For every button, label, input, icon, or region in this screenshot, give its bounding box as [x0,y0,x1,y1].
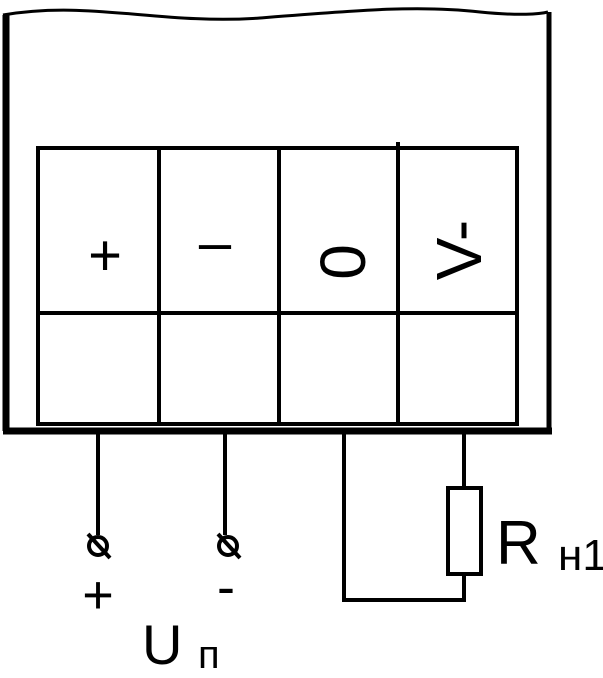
load-resistor [446,486,483,576]
supply-minus-label: - [217,557,235,617]
terminal-zero-label: 0 [307,244,379,280]
load-resistor-main: R [496,509,541,578]
supply-voltage-subscript: п [198,633,220,673]
load-resistor-subscript: н1 [558,531,603,580]
supply-terminal-plus [86,532,112,560]
terminal-plus-label: + [88,223,122,288]
terminal-v-minus-label: V- [423,220,495,280]
screw-slash-plus [86,532,112,560]
terminal-block: + – 0 V- [36,142,519,426]
screw-slash-minus [216,532,242,560]
device-housing [2,7,552,435]
screw-terminal-minus-icon [217,535,239,557]
wire-zero-loop [342,431,466,602]
supply-voltage-label: U п [142,613,220,673]
wiring [96,431,466,602]
supply-voltage-main: U [142,613,182,673]
supply-terminal-minus [216,532,242,560]
load-resistor-label: R н1 [496,509,603,580]
terminal-minus-label: – [199,210,232,275]
housing-wavy-top [2,7,549,21]
supply-plus-label: + [82,565,114,625]
screw-terminal-plus-icon [87,535,109,557]
